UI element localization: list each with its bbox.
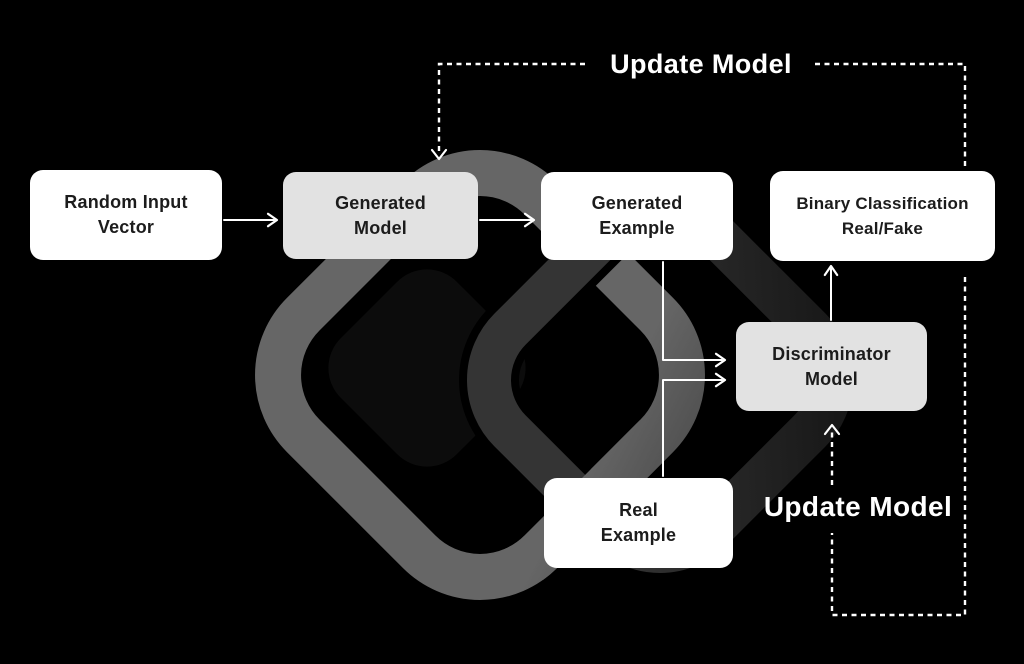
node-generated-model: Generated Model (283, 172, 478, 259)
node-label: Binary Classification Real/Fake (796, 194, 969, 238)
node-label: Discriminator Model (772, 343, 891, 389)
node-random-input-vector: Random Input Vector (30, 170, 222, 260)
arrow-input-to-generated-model (223, 212, 279, 228)
node-discriminator-model: Discriminator Model (736, 322, 927, 411)
node-label: Real Example (600, 500, 677, 545)
node-generated-example: Generated Example (541, 172, 733, 260)
arrow-generated-example-to-discriminator (662, 261, 727, 368)
dashed-feedback-update-generated-model (430, 62, 967, 166)
node-label: Generated Model (335, 192, 426, 238)
node-label: Random Input Vector (64, 192, 188, 237)
node-binary-classification: Binary Classification Real/Fake (770, 171, 995, 261)
dashed-feedback-update-discriminator-model (823, 277, 967, 617)
arrow-real-example-to-discriminator (662, 372, 727, 477)
arrow-discriminator-to-binary-classification (823, 264, 839, 321)
node-real-example: Real Example (544, 478, 733, 568)
arrow-generated-model-to-example (479, 212, 536, 228)
node-label: Generated Example (591, 193, 683, 238)
label-update-model-top: Update Model (610, 49, 792, 79)
label-update-model-bottom: Update Model (763, 491, 953, 522)
